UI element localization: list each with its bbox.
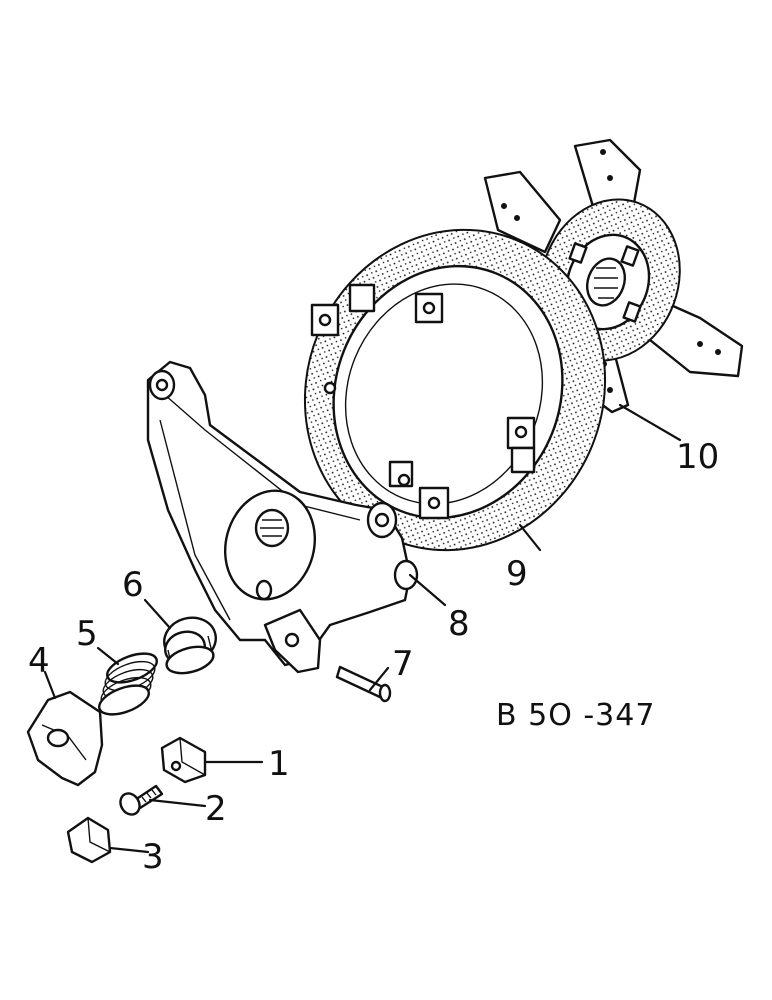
drawing-code: B 5O -347 [496,698,655,733]
callout-1: 1 [268,744,290,784]
leader-lines [43,403,682,854]
clutch-cover-part-8 [146,360,419,674]
pin-part-7 [335,665,392,703]
callout-7: 7 [392,644,414,684]
callout-9: 9 [506,554,528,594]
bearing-carrier-part-4 [26,690,104,787]
clip-part-3 [66,816,112,864]
spring-part-5 [98,652,158,716]
callout-2: 2 [205,789,227,829]
callout-5: 5 [76,614,98,654]
leader-2 [148,798,207,808]
callout-8: 8 [448,604,470,644]
leader-7 [368,666,390,692]
leader-5 [96,646,120,666]
disc-pad-left [483,170,562,254]
leader-8 [408,573,447,607]
leader-4 [43,670,57,700]
callout-6: 6 [122,565,144,605]
leader-3 [108,846,150,854]
callout-4: 4 [28,641,50,681]
bolt-part-2 [119,784,164,816]
leader-9 [518,523,542,552]
bush-part-6 [163,616,217,675]
disc-hub [585,257,627,307]
leader-6 [143,598,172,630]
callout-10: 10 [676,437,719,477]
callout-3: 3 [142,837,164,877]
pressure-plate-part-9 [303,228,607,552]
leader-10 [618,403,682,442]
clip-part-1 [160,736,207,784]
